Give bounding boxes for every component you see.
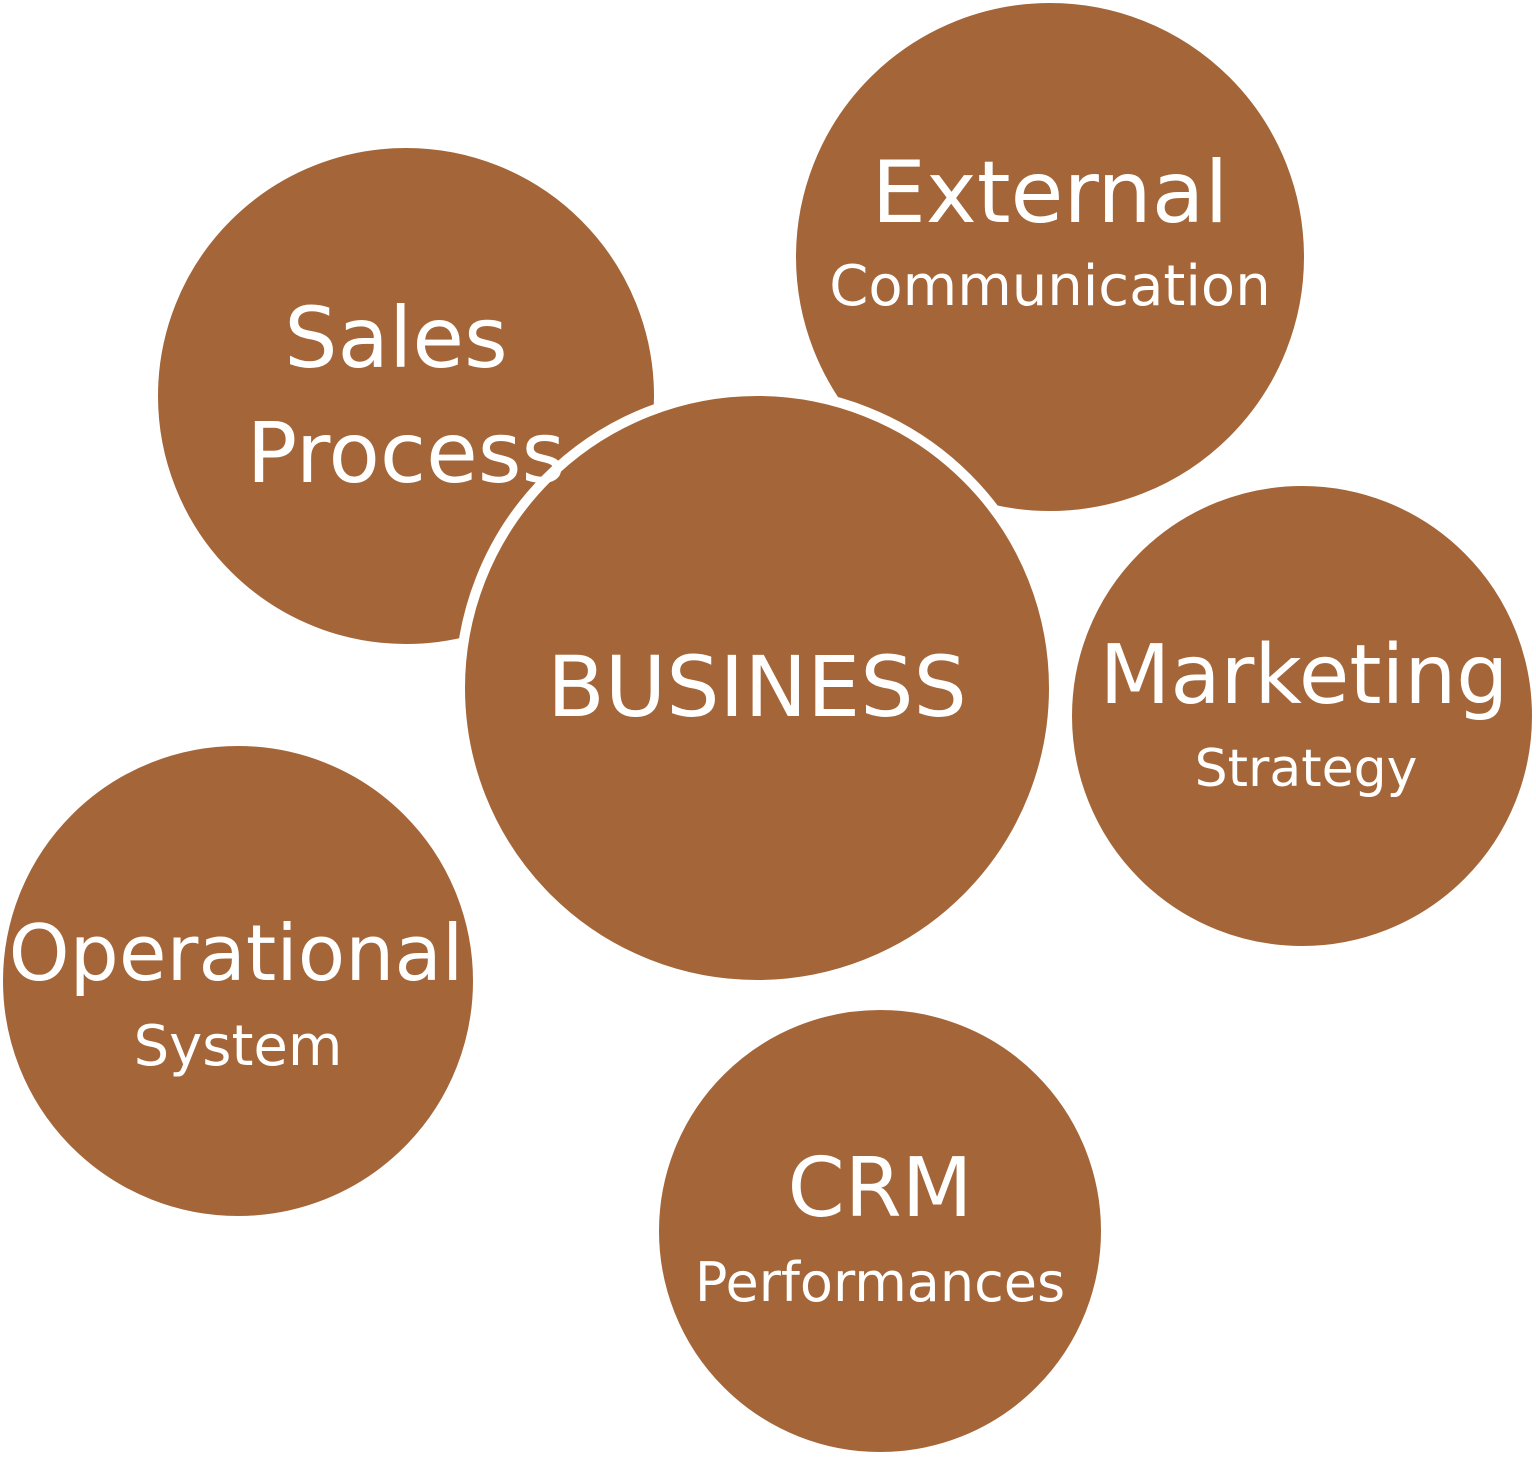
- business-bubble: [455, 386, 1059, 990]
- node-crm-performances: [649, 1000, 1111, 1457]
- marketing-strategy-title: Marketing: [1100, 628, 1509, 723]
- node-marketing-strategy: [1062, 476, 1536, 956]
- operational-system-subtitle: System: [134, 1014, 343, 1079]
- crm-performances-title: CRM: [788, 1141, 973, 1236]
- crm-performances-bubble: [649, 1000, 1111, 1457]
- node-operational-system: [0, 736, 483, 1226]
- sales-process-title: Sales: [284, 289, 508, 387]
- external-communication-subtitle: Communication: [829, 254, 1270, 319]
- marketing-strategy-bubble: [1062, 476, 1536, 956]
- external-communication-bubble: [786, 0, 1314, 521]
- operational-system-bubble: [0, 736, 483, 1226]
- business-title: BUSINESS: [547, 638, 967, 736]
- external-communication-title: External: [872, 143, 1229, 243]
- operational-system-title: Operational: [9, 909, 464, 999]
- crm-performances-subtitle: Performances: [695, 1251, 1065, 1314]
- sales-process-subtitle: Process: [247, 404, 566, 502]
- node-external-communication: [786, 0, 1314, 521]
- node-center: [455, 386, 1059, 990]
- marketing-strategy-subtitle: Strategy: [1195, 739, 1418, 799]
